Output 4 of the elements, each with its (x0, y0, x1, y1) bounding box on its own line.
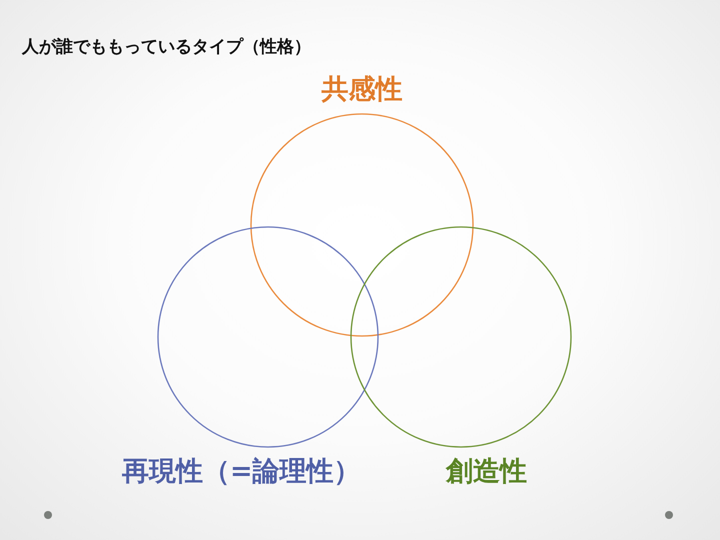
slide-title: 人が誰でももっているタイプ（性格） (22, 36, 311, 58)
circle-label: 創造性 (446, 456, 527, 488)
circle-label: 再現性（=論理性） (122, 456, 361, 488)
circle-label: 共感性 (320, 74, 404, 106)
